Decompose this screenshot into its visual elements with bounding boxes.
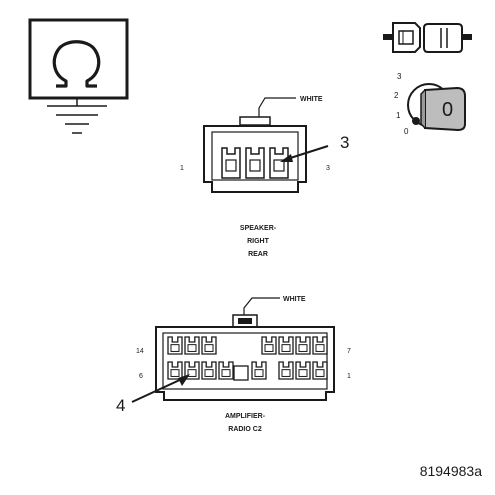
ohm-ground-symbol bbox=[28, 18, 129, 134]
speaker-name-line2: RIGHT bbox=[247, 238, 270, 245]
speaker-pin-1-label: 1 bbox=[180, 165, 184, 172]
amplifier-callout: 4 bbox=[116, 396, 125, 415]
amplifier-cavity bbox=[261, 336, 277, 355]
speaker-connector: WHITE 1 3 3 SPEAKER- RIGHT REAR bbox=[180, 96, 349, 258]
amplifier-pin-6-label: 6 bbox=[139, 373, 143, 380]
amplifier-cavity bbox=[278, 336, 294, 355]
speaker-name-line3: REAR bbox=[248, 251, 268, 258]
key-symbol: 0 bbox=[442, 99, 453, 121]
amplifier-name-line1: AMPLIFIER- bbox=[225, 413, 266, 420]
amplifier-cavity bbox=[278, 361, 294, 380]
speaker-cavity bbox=[245, 147, 265, 179]
omega-glyph bbox=[52, 40, 101, 88]
ground-icon bbox=[47, 98, 107, 134]
amplifier-name-line2: RADIO C2 bbox=[228, 426, 262, 433]
disconnect-connector-icon bbox=[383, 22, 472, 53]
amplifier-pin-14-label: 14 bbox=[136, 348, 144, 355]
key-position-3: 3 bbox=[397, 72, 402, 81]
amplifier-cavity-row-top bbox=[167, 336, 328, 355]
amplifier-connector: WHITE 14 7 6 1 4 AMPLIFIER- RADIO C2 bbox=[116, 296, 351, 433]
speaker-cavity bbox=[221, 147, 241, 179]
amplifier-cavity bbox=[201, 336, 217, 355]
amplifier-cavity bbox=[184, 336, 200, 355]
amplifier-cavity bbox=[201, 361, 217, 380]
ignition-key-icon: 3 2 1 0 0 bbox=[394, 72, 466, 136]
amplifier-wire-color-label: WHITE bbox=[283, 296, 306, 303]
speaker-pin-3-label: 3 bbox=[326, 165, 330, 172]
key-position-0: 0 bbox=[404, 127, 409, 136]
amplifier-cavity bbox=[312, 336, 328, 355]
amplifier-cavity bbox=[167, 361, 183, 380]
amplifier-cavity-row-bottom bbox=[167, 361, 328, 381]
amplifier-cavity bbox=[167, 336, 183, 355]
amplifier-pin-1-label: 1 bbox=[347, 373, 351, 380]
figure-id: 8194983a bbox=[420, 463, 483, 479]
speaker-wire-color-label: WHITE bbox=[300, 96, 323, 103]
amplifier-pin-7-label: 7 bbox=[347, 348, 351, 355]
amplifier-cavity bbox=[218, 361, 234, 380]
amplifier-center-key bbox=[233, 365, 249, 381]
ohm-icon bbox=[28, 18, 129, 100]
key-position-2: 2 bbox=[394, 91, 399, 100]
amplifier-cavity bbox=[312, 361, 328, 380]
amplifier-cavity bbox=[295, 361, 311, 380]
speaker-callout: 3 bbox=[340, 133, 349, 152]
speaker-cavity bbox=[269, 147, 289, 179]
key-position-1: 1 bbox=[396, 111, 401, 120]
amplifier-cavity bbox=[251, 361, 267, 380]
speaker-name-line1: SPEAKER- bbox=[240, 225, 277, 232]
amplifier-cavity bbox=[295, 336, 311, 355]
